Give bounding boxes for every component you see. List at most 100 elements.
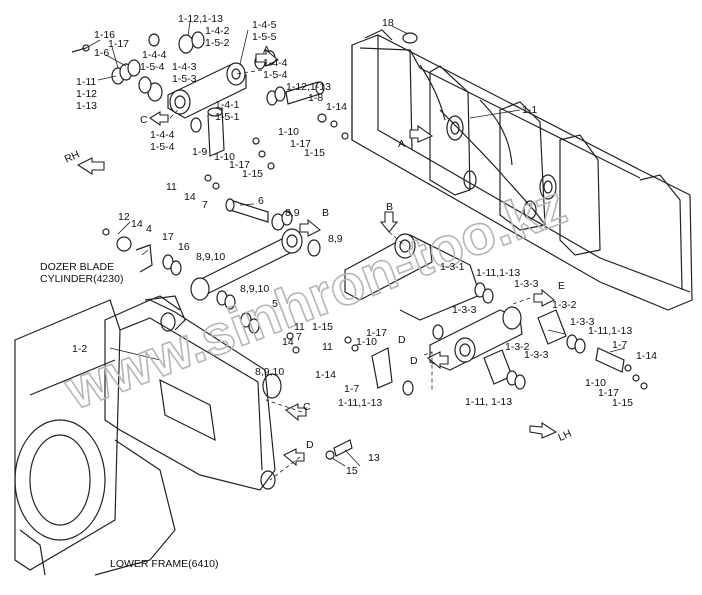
label-1-7-b: 1-7 — [344, 383, 359, 395]
label-14: 14 — [184, 191, 196, 203]
dashed-guides — [169, 69, 531, 481]
label-1-17-b: 1-17 — [290, 138, 311, 150]
label-1-15: 1-15 — [304, 147, 325, 159]
label-1-17-d: 1-17 — [366, 327, 387, 339]
label-1-12-1-13: 1-12,1-13 — [178, 13, 223, 25]
label-1-6: 1-6 — [94, 47, 109, 59]
label-1-3-2: 1-3-2 — [552, 299, 577, 311]
label-17: 17 — [162, 231, 174, 243]
label-16: 16 — [178, 241, 190, 253]
label-1-4-2: 1-4-2 — [205, 25, 230, 37]
label-1-4-4-b: 1-4-4 — [263, 57, 288, 69]
arrow-a1-icon — [255, 48, 279, 67]
label-dozer-blade: DOZER BLADE — [40, 261, 114, 273]
label-7: 7 — [202, 199, 208, 211]
label-1-12-1-13-b: 1-12,1-13 — [286, 81, 331, 93]
label-11-c: 11 — [322, 341, 333, 353]
label-1-11-1-13: 1-11,1-13 — [476, 267, 520, 279]
label-12: 12 — [118, 211, 130, 223]
label-1-17: 1-17 — [108, 38, 129, 50]
label-1-5-4: 1-5-4 — [140, 61, 165, 73]
label-1-11: 1-11 — [76, 76, 96, 88]
label-1-8: 1-8 — [308, 92, 323, 104]
label-a-blade: A — [398, 138, 405, 150]
label-b-lower: B — [386, 201, 393, 213]
direction-arrows — [76, 48, 558, 467]
label-1-10-b: 1-10 — [214, 151, 235, 163]
label-1-15-d: 1-15 — [612, 397, 633, 409]
watermark-text: www.sinhron-too.kz — [56, 172, 574, 421]
label-1-9: 1-9 — [192, 146, 207, 158]
label-1-4-4: 1-4-4 — [142, 49, 167, 61]
label-6: 6 — [258, 195, 264, 207]
label-1-12: 1-12 — [76, 88, 97, 100]
label-1-5-4-c: 1-5-4 — [150, 141, 175, 153]
label-lower-frame: LOWER FRAME(6410) — [110, 558, 219, 570]
label-1-5-4-b: 1-5-4 — [263, 69, 288, 81]
label-1-10-c: 1-10 — [356, 336, 377, 348]
label-1-7: 1-7 — [612, 339, 627, 351]
label-11: 11 — [166, 181, 177, 193]
label-1-4-4-c: 1-4-4 — [150, 129, 175, 141]
label-15: 15 — [346, 465, 358, 477]
label-1-13: 1-13 — [76, 100, 97, 112]
label-5: 5 — [272, 298, 278, 310]
label-1-3-3: 1-3-3 — [514, 278, 539, 290]
label-8-9-10: 8,9,10 — [196, 251, 225, 263]
label-1-10: 1-10 — [278, 126, 299, 138]
label-1-17-c: 1-17 — [229, 159, 250, 171]
label-1-15-b: 1-15 — [242, 168, 263, 180]
arrow-b1-icon — [299, 218, 321, 237]
label-1-3-3-d: 1-3-3 — [524, 349, 549, 361]
label-13: 13 — [368, 452, 380, 464]
label-18: 18 — [382, 17, 394, 29]
label-1-5-3: 1-5-3 — [172, 73, 197, 85]
label-8-9-10-c: 8,9,10 — [255, 366, 284, 378]
label-1-5-1: 1-5-1 — [215, 111, 240, 123]
label-d-bracket: D — [306, 439, 314, 451]
label-1-3-3-b: 1-3-3 — [452, 304, 477, 316]
lower-link-assembly — [286, 233, 648, 460]
arrow-c2-icon — [285, 403, 307, 422]
label-d-mid: D — [398, 334, 406, 346]
label-1-2: 1-2 — [72, 343, 87, 355]
label-1-4-1: 1-4-1 — [215, 99, 240, 111]
label-cylinder: CYLINDER(4230) — [40, 273, 123, 285]
label-1-11-1-13-d: 1-11, 1-13 — [465, 396, 512, 408]
part-labels: 1-16 1-17 1-6 1-11 1-12 1-13 1-12,1-13 1… — [40, 13, 657, 570]
label-1-4-5: 1-4-5 — [252, 19, 277, 31]
mounting-bracket-1-2 — [104, 295, 282, 491]
label-c-bracket: C — [303, 401, 311, 413]
arrow-b2-icon — [379, 211, 399, 233]
label-a-top: A — [263, 44, 270, 56]
label-1-16: 1-16 — [94, 29, 115, 41]
leader-lines — [85, 21, 626, 467]
label-7-b: 7 — [296, 331, 302, 343]
label-b: B — [322, 207, 329, 219]
label-1-4-3: 1-4-3 — [172, 61, 197, 73]
label-11-b: 11 — [294, 321, 305, 333]
label-1-3-1: 1-3-1 — [440, 261, 465, 273]
arrow-d1-icon — [427, 351, 449, 370]
label-lh: LH — [556, 428, 573, 444]
dozer-blade-1-1 — [351, 29, 693, 311]
label-8-9: 8,9 — [285, 207, 300, 219]
label-rh: RH — [63, 149, 82, 166]
label-1-14-b: 1-14 — [636, 350, 657, 362]
arrow-a2-icon — [409, 124, 434, 143]
label-1-17-e: 1-17 — [598, 387, 619, 399]
lower-frame-6410 — [14, 299, 176, 576]
label-4: 4 — [146, 223, 152, 235]
label-1-3-3-c: 1-3-3 — [570, 316, 595, 328]
arrow-rh-icon — [76, 157, 105, 176]
arrow-d2-icon — [283, 448, 305, 467]
label-1-11-1-13-c: 1-11,1-13 — [338, 397, 382, 409]
label-1-14: 1-14 — [326, 101, 347, 113]
label-1-1: 1-1 — [522, 104, 537, 116]
label-14-c: 14 — [282, 336, 294, 348]
cylinder-pin-assembly — [102, 174, 321, 334]
label-1-15-c: 1-15 — [312, 321, 333, 333]
arrow-e-icon — [533, 288, 555, 307]
label-1-5-5: 1-5-5 — [252, 31, 277, 43]
